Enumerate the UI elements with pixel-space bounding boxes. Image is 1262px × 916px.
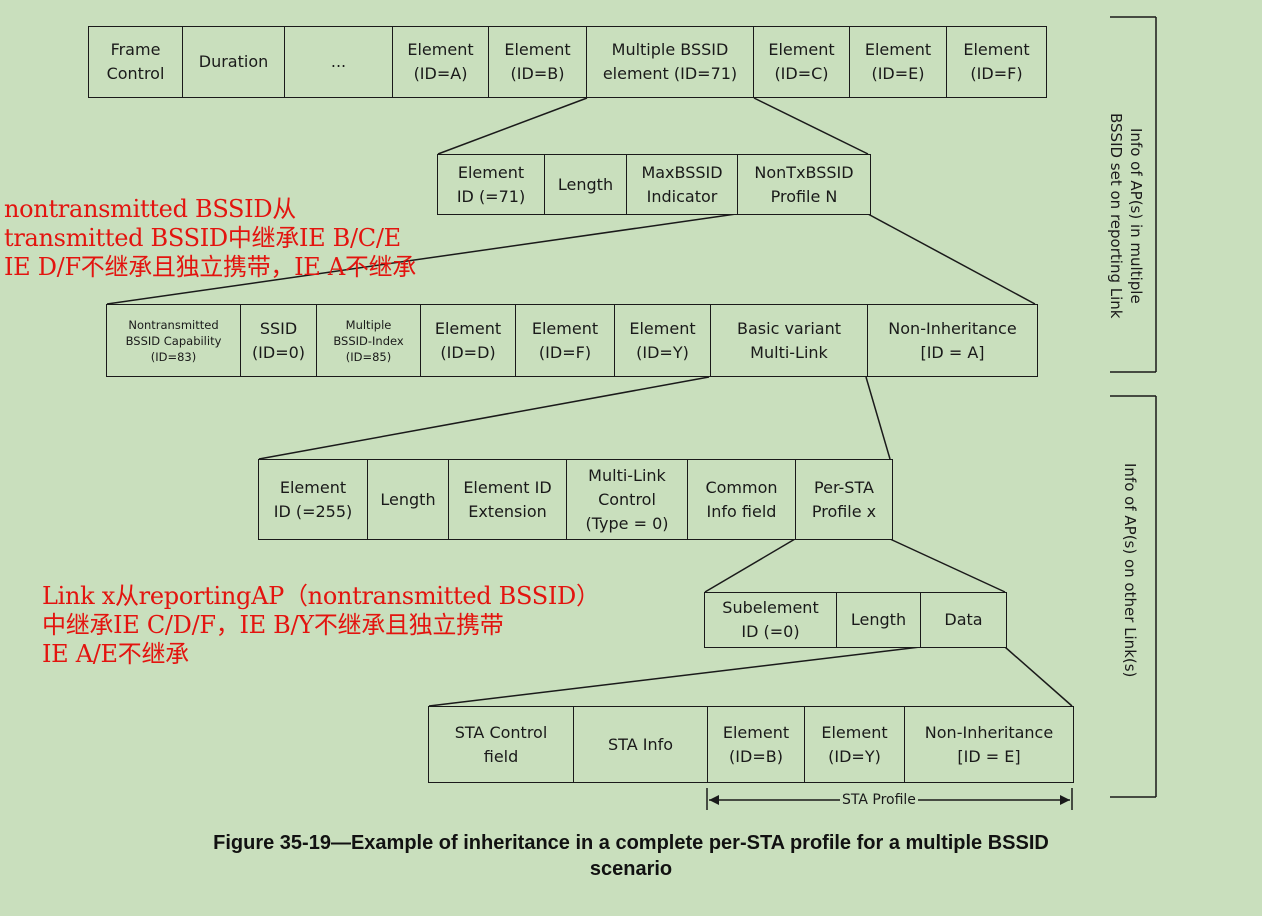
length-field: Length (837, 593, 921, 647)
element-b-field: Element (ID=B) (489, 27, 587, 97)
multiple-bssid-index-field: Multiple BSSID-Index (ID=85) (317, 305, 421, 376)
ellipsis-field: ... (285, 27, 393, 97)
multi-link-row: Element ID (=255) Length Element ID Exte… (258, 459, 893, 540)
ssid-field: SSID (ID=0) (241, 305, 317, 376)
length-field: Length (545, 155, 627, 214)
connector-line (258, 376, 710, 460)
element-a-field: Element (ID=A) (393, 27, 489, 97)
connector-line (437, 97, 588, 155)
element-id-71-field: Element ID (=71) (438, 155, 545, 214)
basic-variant-multi-link-field: Basic variant Multi-Link (711, 305, 868, 376)
multi-link-control-field: Multi-Link Control (Type = 0) (567, 460, 688, 539)
length-field: Length (368, 460, 449, 539)
annotation-nontransmitted-inheritance: nontransmitted BSSID从 transmitted BSSID中… (4, 195, 416, 281)
annotation-link-x-inheritance: Link x从reportingAP（nontransmitted BSSID）… (42, 582, 600, 668)
sta-info-field: STA Info (574, 707, 708, 782)
common-info-field: Common Info field (688, 460, 796, 539)
duration-field: Duration (183, 27, 285, 97)
element-b-field: Element (ID=B) (708, 707, 805, 782)
frame-row: Frame Control Duration ... Element (ID=A… (88, 26, 1047, 98)
per-sta-profile-field: Per-STA Profile x (811, 477, 877, 521)
element-id-extension-field: Element ID Extension (449, 460, 567, 539)
connector-line (1004, 646, 1073, 707)
connector-line (704, 538, 796, 593)
nontx-bssid-capability-field: Nontransmitted BSSID Capability (ID=83) (107, 305, 241, 376)
data-field: Data (944, 610, 983, 629)
element-id-255-field: Element ID (=255) (259, 460, 368, 539)
subelement-id-field: Subelement ID (=0) (705, 593, 837, 647)
connector-line (753, 97, 869, 155)
non-inheritance-a-field: Non-Inheritance [ID = A] (888, 318, 1017, 362)
sta-control-field: STA Control field (429, 707, 574, 782)
frame-control-field: Frame Control (89, 27, 183, 97)
sta-profile-label: STA Profile (840, 792, 918, 808)
connector-line (867, 213, 1036, 305)
element-d-field: Element (ID=D) (421, 305, 516, 376)
connector-line (865, 376, 891, 460)
arrow-left-icon (709, 795, 719, 805)
side-label-other-links: Info of AP(s) on other Link(s) (1121, 462, 1139, 678)
nontx-profile-row: Nontransmitted BSSID Capability (ID=83) … (106, 304, 1038, 377)
per-sta-subelement-row: Subelement ID (=0) Length Data (704, 592, 1007, 648)
nontxbssid-profile-field: NonTxBSSID Profile N (754, 162, 854, 206)
element-f-field: Element (ID=F) (963, 40, 1030, 83)
maxbssid-indicator-field: MaxBSSID Indicator (627, 155, 738, 214)
connector-line (428, 646, 921, 707)
element-e-field: Element (ID=E) (850, 27, 947, 97)
arrow-right-icon (1060, 795, 1070, 805)
element-y-field: Element (ID=Y) (615, 305, 711, 376)
multiple-bssid-row: Element ID (=71) Length MaxBSSID Indicat… (437, 154, 871, 215)
side-label-reporting-link: Info of AP(s) in multiple BSSID set on r… (1107, 113, 1145, 319)
element-c-field: Element (ID=C) (754, 27, 850, 97)
element-y-field: Element (ID=Y) (805, 707, 905, 782)
sta-profile-row: STA Control field STA Info Element (ID=B… (428, 706, 1074, 783)
connector-line (889, 538, 1006, 593)
non-inheritance-e-field: Non-Inheritance [ID = E] (924, 722, 1054, 766)
multiple-bssid-element-field: Multiple BSSID element (ID=71) (587, 27, 754, 97)
connector-line (106, 213, 737, 305)
figure-caption: Figure 35-19—Example of inheritance in a… (213, 832, 1049, 880)
element-f-field: Element (ID=F) (516, 305, 615, 376)
